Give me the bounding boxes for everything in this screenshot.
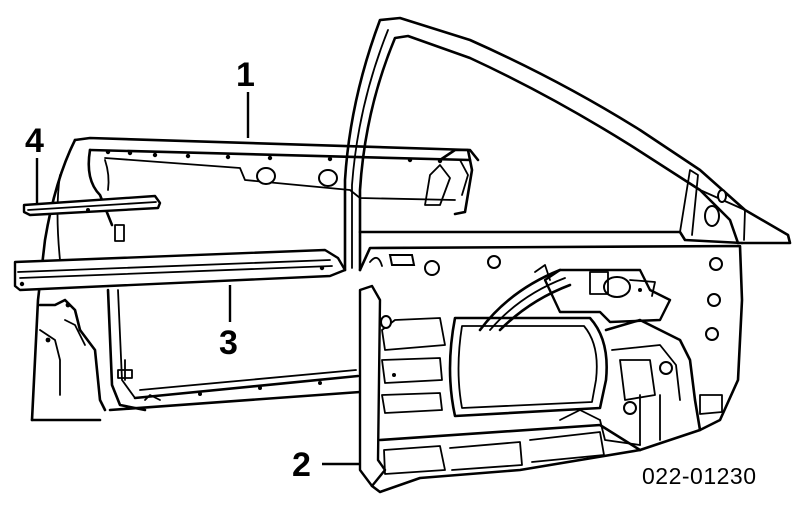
- callout-1: 1: [236, 56, 255, 94]
- callout-4: 4: [25, 122, 44, 160]
- part-2-door-shell: [343, 16, 792, 494]
- callouts: 1 4 3 2: [25, 56, 311, 484]
- diagram-reference-code: 022-01230: [642, 463, 757, 489]
- callout-2: 2: [292, 446, 311, 484]
- leader-lines: [35, 92, 360, 466]
- part-3-beltline-strip: [13, 248, 347, 292]
- callout-3: 3: [219, 324, 238, 362]
- body-side-frame: [30, 136, 480, 422]
- part-4-upper-reinforcement: [22, 194, 162, 217]
